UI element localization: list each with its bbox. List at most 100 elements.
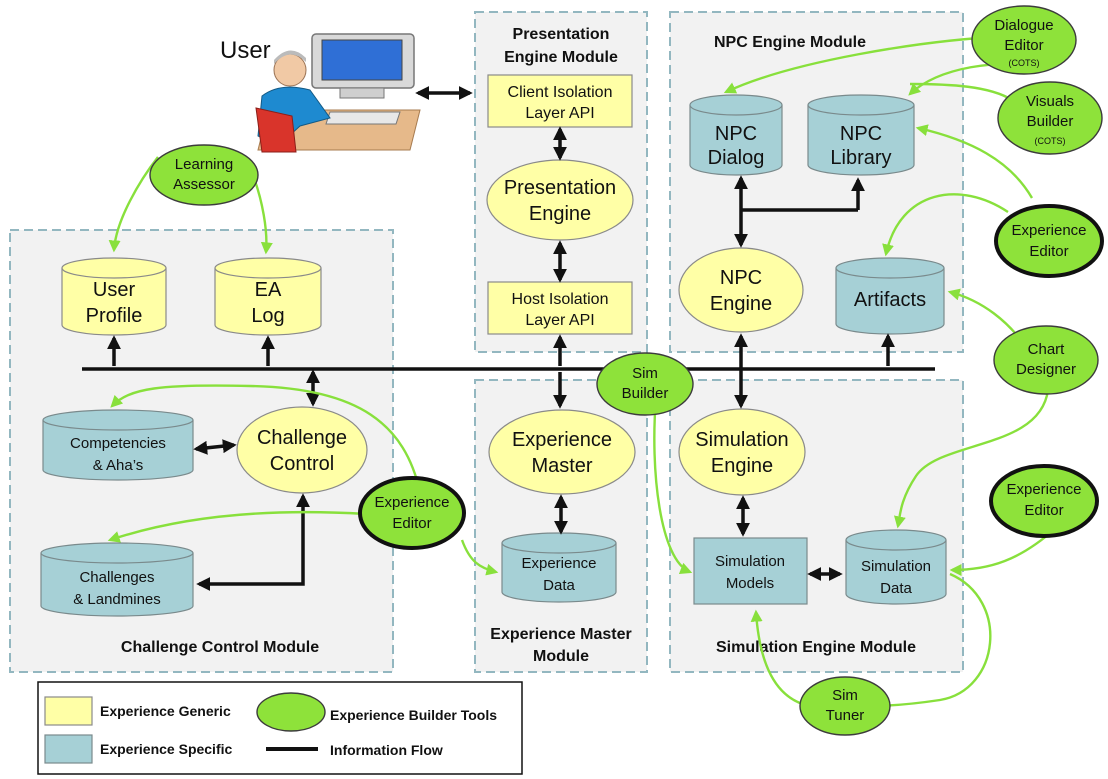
simulation-engine bbox=[678, 408, 806, 496]
simulation-models bbox=[693, 537, 808, 605]
experience-editor-npc-tool bbox=[994, 204, 1104, 278]
sim-builder-label-1: Sim bbox=[632, 365, 658, 382]
simulation-engine-label-1: Simulation bbox=[695, 429, 788, 451]
simulation-data-label-2: Data bbox=[880, 580, 912, 597]
challenge-control-label-1: Challenge bbox=[257, 427, 347, 449]
experience-master-module-title-2: Module bbox=[533, 648, 589, 665]
simulation-data-datastore bbox=[845, 529, 947, 605]
simulation-engine-label-2: Engine bbox=[711, 455, 773, 477]
visuals-builder-label-3: (COTS) bbox=[1035, 136, 1066, 146]
legend-specific-label: Experience Specific bbox=[100, 741, 233, 757]
sim-builder-label-2: Builder bbox=[622, 385, 669, 402]
chart-designer-label-2: Designer bbox=[1016, 361, 1076, 378]
competencies-label-1: Competencies bbox=[70, 435, 166, 452]
information-flow-lines bbox=[82, 86, 935, 591]
npc-dialog-datastore bbox=[689, 94, 783, 176]
experience-data-label-1: Experience bbox=[521, 555, 596, 572]
experience-editor-sim-label-2: Editor bbox=[1024, 502, 1063, 519]
experience-editor-center-label-2: Editor bbox=[392, 515, 431, 532]
experience-master-label-2: Master bbox=[531, 455, 592, 477]
legend-generic-label: Experience Generic bbox=[100, 703, 231, 719]
presentation-engine bbox=[486, 159, 634, 241]
host-isolation-layer-api bbox=[487, 281, 633, 335]
visuals-builder-label-2: Builder bbox=[1027, 113, 1074, 130]
ea-log-label-2: Log bbox=[251, 305, 284, 327]
dialogue-editor-label-3: (COTS) bbox=[1009, 58, 1040, 68]
npc-engine bbox=[678, 247, 804, 333]
visuals-builder-tool bbox=[997, 81, 1103, 155]
competencies-label-2: & Aha’s bbox=[93, 457, 144, 474]
presentation-engine-label-1: Presentation bbox=[504, 177, 616, 199]
dialogue-editor-label-1: Dialogue bbox=[994, 17, 1053, 34]
challenge-module-title: Challenge Control Module bbox=[121, 639, 319, 656]
visuals-builder-label-1: Visuals bbox=[1026, 93, 1074, 110]
user-label: User bbox=[220, 37, 271, 64]
challenge-control-label-2: Control bbox=[270, 453, 334, 475]
experience-editor-sim-tool bbox=[989, 464, 1099, 538]
npc-dialog-label-2: Dialog bbox=[708, 147, 765, 169]
artifacts-label: Artifacts bbox=[854, 289, 926, 311]
npc-library-datastore bbox=[807, 94, 915, 176]
competencies-datastore bbox=[42, 409, 194, 481]
sim-builder-tool bbox=[596, 352, 694, 416]
legend: Experience Generic Experience Specific E… bbox=[37, 681, 523, 775]
presentation-module-title-1: Presentation bbox=[513, 26, 610, 43]
host-isolation-label-2: Layer API bbox=[525, 312, 594, 329]
npc-library-label-1: NPC bbox=[840, 123, 882, 145]
learning-assessor-label-2: Assessor bbox=[173, 176, 235, 193]
user-profile-label-1: User bbox=[93, 279, 136, 301]
experience-editor-npc-label-1: Experience bbox=[1011, 222, 1086, 239]
dialogue-editor-tool bbox=[971, 5, 1077, 75]
experience-editor-npc-label-2: Editor bbox=[1029, 243, 1068, 260]
experience-editor-center-tool bbox=[358, 476, 466, 550]
artifacts-datastore bbox=[835, 257, 945, 335]
chart-designer-tool bbox=[993, 325, 1099, 395]
challenges-label-1: Challenges bbox=[79, 569, 154, 586]
experience-editor-sim-label-1: Experience bbox=[1006, 481, 1081, 498]
simulation-models-label-2: Models bbox=[726, 575, 774, 592]
flow-challenge-landmines bbox=[196, 493, 310, 591]
npc-dialog-label-1: NPC bbox=[715, 123, 757, 145]
challenges-datastore bbox=[40, 542, 194, 617]
user-profile-datastore bbox=[61, 257, 167, 336]
simulation-module-title: Simulation Engine Module bbox=[716, 639, 916, 656]
learning-assessor-tool bbox=[149, 144, 259, 206]
ea-log-label-1: EA bbox=[255, 279, 282, 301]
ea-log-datastore bbox=[214, 257, 322, 336]
client-isolation-layer-api bbox=[487, 74, 633, 128]
sim-tuner-label-1: Sim bbox=[832, 687, 858, 704]
legend-info-flow-label: Information Flow bbox=[330, 742, 443, 758]
challenges-label-2: & Landmines bbox=[73, 591, 161, 608]
sim-tuner-tool bbox=[799, 676, 891, 736]
sim-tuner-label-2: Tuner bbox=[826, 707, 865, 724]
experience-master-module-title-1: Experience Master bbox=[490, 626, 631, 643]
experience-editor-center-label-1: Experience bbox=[374, 494, 449, 511]
legend-specific-swatch bbox=[44, 734, 93, 764]
legend-generic-swatch bbox=[44, 696, 93, 726]
learning-assessor-label-1: Learning bbox=[175, 156, 233, 173]
experience-master-label-1: Experience bbox=[512, 429, 612, 451]
simulation-models-label-1: Simulation bbox=[715, 553, 785, 570]
user-at-computer-icon bbox=[255, 33, 421, 153]
npc-library-label-2: Library bbox=[830, 147, 891, 169]
experience-master bbox=[488, 409, 636, 495]
client-isolation-label-1: Client Isolation bbox=[508, 84, 613, 101]
npc-engine-label-2: Engine bbox=[710, 293, 772, 315]
challenge-control bbox=[236, 406, 368, 494]
chart-designer-label-1: Chart bbox=[1028, 341, 1066, 358]
user-profile-label-2: Profile bbox=[86, 305, 143, 327]
flow-competencies-challenge bbox=[193, 439, 237, 455]
experience-data-datastore bbox=[501, 532, 617, 603]
host-isolation-label-1: Host Isolation bbox=[512, 291, 609, 308]
presentation-module-title-2: Engine Module bbox=[504, 49, 618, 66]
npc-engine-label-1: NPC bbox=[720, 267, 762, 289]
simulation-data-label-1: Simulation bbox=[861, 558, 931, 575]
experience-data-label-2: Data bbox=[543, 577, 575, 594]
legend-builder-tools-label: Experience Builder Tools bbox=[330, 707, 497, 723]
npc-module-title: NPC Engine Module bbox=[714, 34, 866, 51]
legend-tool-swatch bbox=[256, 692, 326, 732]
dialogue-editor-label-2: Editor bbox=[1004, 37, 1043, 54]
presentation-engine-label-2: Engine bbox=[529, 203, 591, 225]
client-isolation-label-2: Layer API bbox=[525, 105, 594, 122]
